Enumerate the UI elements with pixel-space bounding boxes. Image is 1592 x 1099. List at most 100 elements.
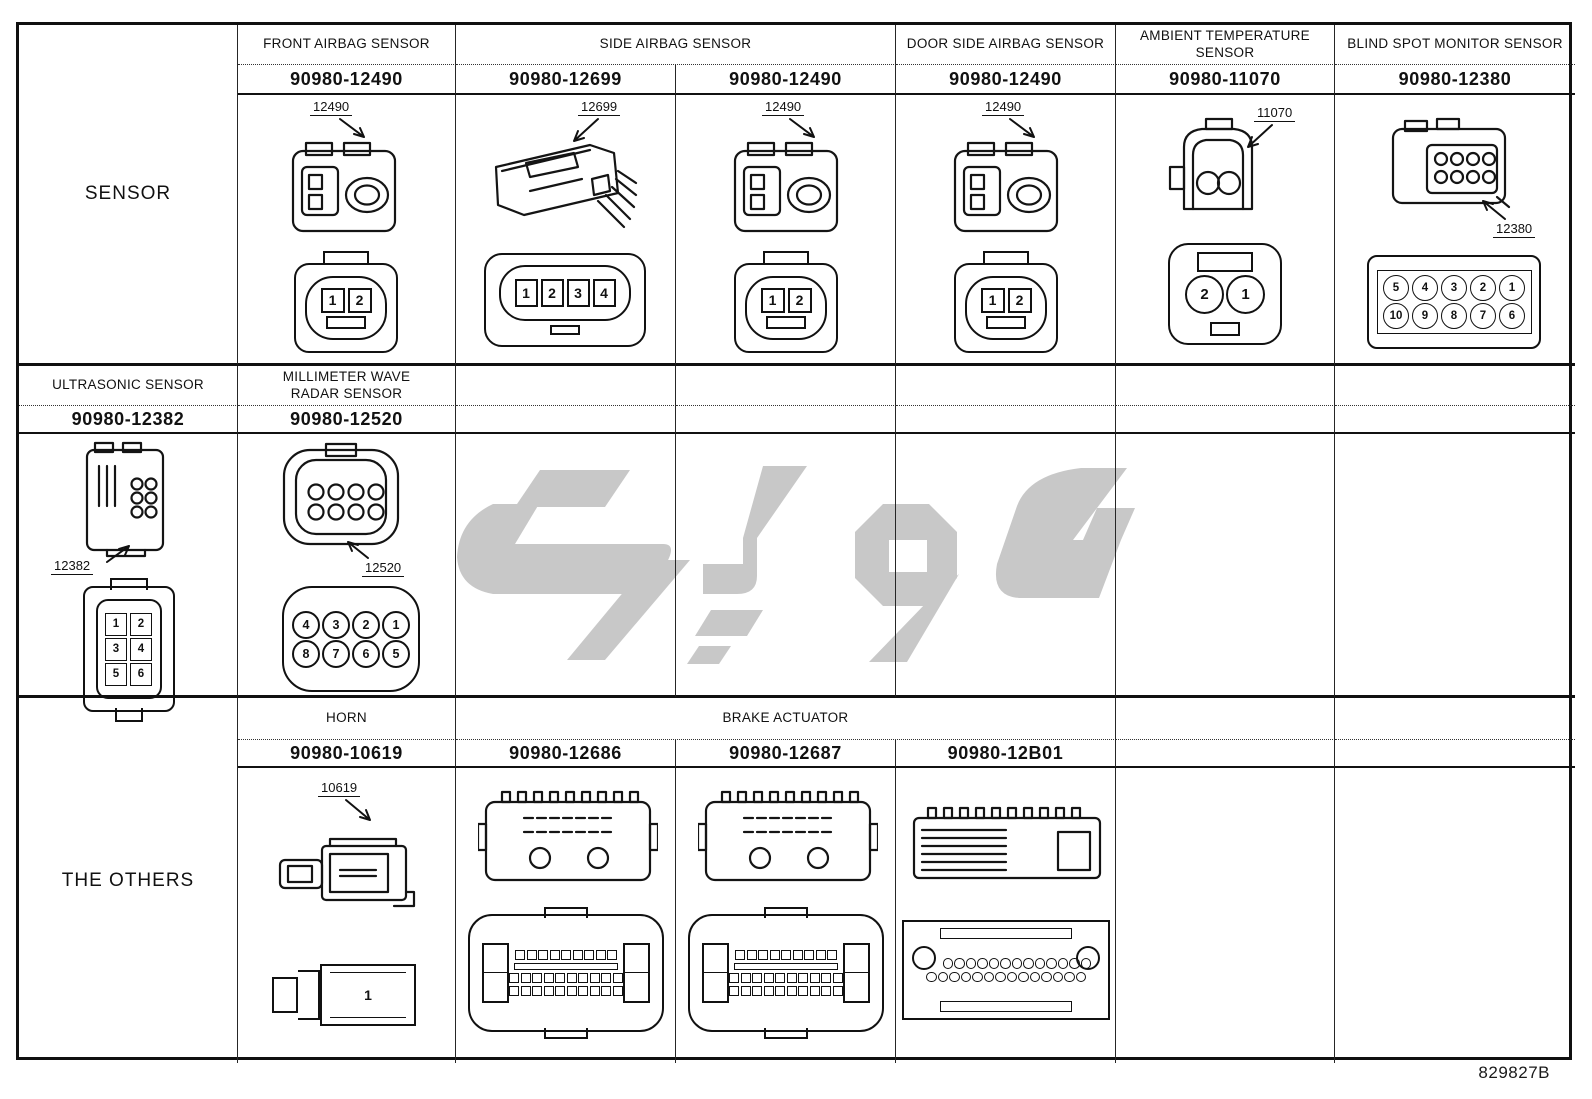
leader-arrow-icon — [1477, 195, 1507, 221]
col-header-brake-actuator: BRAKE ACTUATOR — [456, 698, 1116, 740]
part-number-ambient-temperature: 90980-11070 — [1116, 65, 1335, 95]
part-number-brake-b: 90980-12687 — [676, 740, 896, 768]
pin-label: 1 — [514, 279, 538, 307]
pin-label: 6 — [130, 662, 152, 686]
art-brake-a — [456, 768, 676, 1063]
pin-label: 4 — [292, 610, 320, 639]
part-number-ultrasonic: 90980-12382 — [19, 406, 238, 434]
connector-iso-drawing — [950, 137, 1062, 237]
pin-label: 1 — [105, 612, 127, 636]
pin-label: 8 — [292, 639, 320, 668]
empty-art-cell — [1116, 434, 1335, 698]
art-ambient-temperature: 11070 2 1 — [1116, 95, 1335, 366]
empty-art-cell — [1116, 768, 1335, 1063]
pin-label: 2 — [787, 287, 812, 313]
leader-arrow-icon — [568, 117, 600, 147]
header-text: ULTRASONIC SENSOR — [52, 377, 204, 393]
part-callout: 12490 — [762, 99, 805, 116]
pin-label: 1 — [1499, 275, 1525, 301]
connector-face-drawing: 4 3 2 1 8 7 6 5 — [282, 586, 420, 692]
part-callout: 12490 — [310, 99, 353, 116]
part-number-brake-c: 90980-12B01 — [896, 740, 1116, 768]
empty-header-cell — [1116, 698, 1335, 740]
art-brake-c — [896, 768, 1116, 1063]
empty-art-cell — [1335, 434, 1575, 698]
part-number-horn: 90980-10619 — [238, 740, 456, 768]
row-label-sensor: SENSOR — [19, 25, 238, 366]
col-header-ultrasonic-sensor: ULTRASONIC SENSOR — [19, 366, 238, 406]
empty-part-number-cell — [1116, 740, 1335, 768]
pin-label: 10 — [1383, 303, 1409, 329]
connector-face-drawing — [688, 914, 884, 1032]
empty-header-cell — [676, 366, 896, 406]
part-number-side-airbag-b: 90980-12490 — [676, 65, 896, 95]
connector-face-drawing — [902, 920, 1110, 1020]
leader-arrow-icon — [338, 117, 370, 143]
pin-label: 6 — [1499, 303, 1525, 329]
part-number-blind-spot: 90980-12380 — [1335, 65, 1575, 95]
part-callout: 12382 — [51, 558, 94, 575]
connector-face-drawing: 1 — [272, 964, 416, 1026]
leader-arrow-icon — [1008, 117, 1040, 143]
empty-part-number-cell — [1116, 406, 1335, 434]
empty-header-cell — [1116, 366, 1335, 406]
header-text: BLIND SPOT MONITOR SENSOR — [1347, 36, 1563, 52]
pin-label: 2 — [1185, 274, 1224, 314]
empty-part-number-cell — [896, 406, 1116, 434]
connector-iso-drawing — [698, 782, 878, 888]
pin-label: 5 — [1383, 275, 1409, 301]
pin-label: 2 — [352, 610, 380, 639]
pin-label: 3 — [105, 637, 127, 661]
connector-iso-drawing — [266, 830, 422, 916]
part-callout: 11070 — [1254, 105, 1296, 122]
row-label-the-others: THE OTHERS — [19, 698, 238, 1063]
part-number-side-airbag-a: 90980-12699 — [456, 65, 676, 95]
header-text: AMBIENT TEMPERATURE SENSOR — [1140, 27, 1310, 60]
part-callout: 12520 — [362, 560, 405, 577]
header-text: HORN — [326, 710, 367, 726]
col-header-horn: HORN — [238, 698, 456, 740]
part-callout: 10619 — [318, 780, 361, 797]
pin-label: 7 — [322, 639, 350, 668]
empty-art-cell — [456, 434, 676, 698]
pin-label: 2 — [347, 287, 372, 313]
part-number-door-side-airbag: 90980-12490 — [896, 65, 1116, 95]
pin-label: 1 — [364, 987, 372, 1003]
part-callout: 12699 — [578, 99, 621, 116]
pin-label: 4 — [130, 637, 152, 661]
art-side-airbag-a: 12699 1 2 3 4 — [456, 95, 676, 366]
pin-label: 6 — [352, 639, 380, 668]
pin-label: 4 — [592, 279, 616, 307]
pin-label: 9 — [1412, 303, 1438, 329]
pin-label: 5 — [382, 639, 410, 668]
pin-label: 5 — [105, 662, 127, 686]
connector-iso-drawing — [1162, 117, 1272, 215]
pin-label: 4 — [1412, 275, 1438, 301]
header-text: FRONT AIRBAG SENSOR — [263, 36, 430, 52]
pin-label: 3 — [566, 279, 590, 307]
pin-label: 1 — [320, 287, 345, 313]
connector-iso-drawing — [486, 133, 642, 233]
header-text: SIDE AIRBAG SENSOR — [599, 36, 752, 52]
part-callout: 12380 — [1493, 221, 1536, 238]
pin-label: 3 — [322, 610, 350, 639]
art-ultrasonic: 12382 1 2 3 4 5 6 — [19, 434, 238, 712]
pin-label: 3 — [1441, 275, 1467, 301]
pin-label: 2 — [1470, 275, 1496, 301]
art-blind-spot: 12380 5 4 3 2 1 10 9 8 7 6 — [1335, 95, 1575, 366]
pin-label: 2 — [1007, 287, 1032, 313]
col-header-blind-spot-monitor-sensor: BLIND SPOT MONITOR SENSOR — [1335, 25, 1575, 65]
col-header-ambient-temperature-sensor: AMBIENT TEMPERATURE SENSOR — [1116, 25, 1335, 65]
art-mm-wave: 12520 4 3 2 1 8 7 6 5 — [238, 434, 456, 698]
pin-label: 1 — [382, 610, 410, 639]
connector-iso-drawing — [730, 137, 842, 237]
connector-iso-drawing — [278, 442, 402, 548]
empty-part-number-cell — [1335, 406, 1575, 434]
connector-face-drawing: 1 2 3 4 — [484, 253, 646, 347]
empty-part-number-cell — [1335, 740, 1575, 768]
connector-face-drawing: 2 1 — [1168, 243, 1282, 345]
